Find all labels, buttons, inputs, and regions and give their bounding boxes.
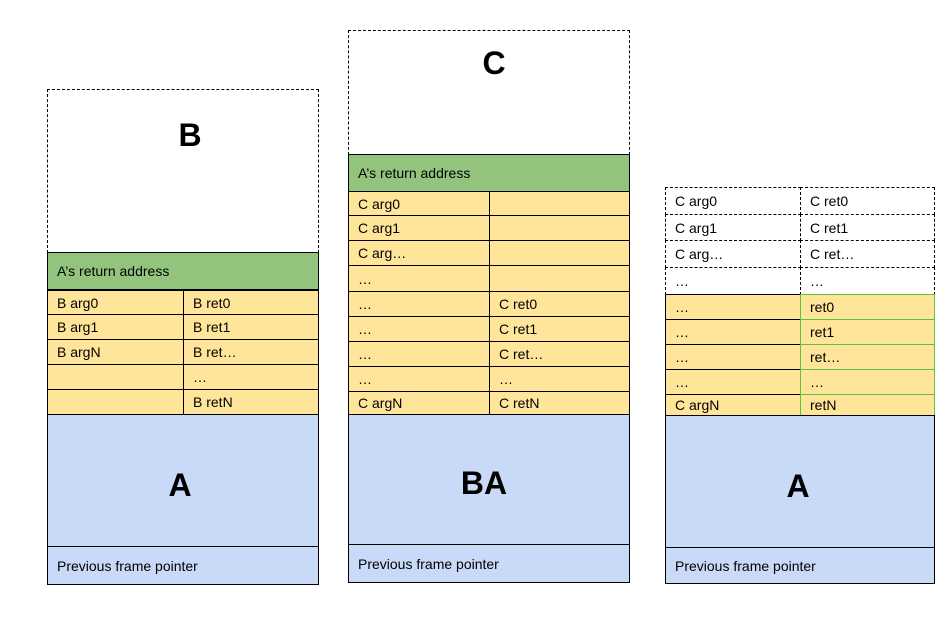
left-row-1-ret: B ret1 (183, 314, 319, 340)
right-frame-a-label: A (786, 467, 810, 504)
left-row-1-arg: B arg1 (47, 314, 184, 340)
left-caller-frame-a (47, 414, 319, 547)
left-row-0-ret: B ret0 (183, 290, 319, 315)
left-previous-frame-pointer: Previous frame pointer (47, 546, 319, 585)
middle-previous-frame-pointer-label: Previous frame pointer (358, 556, 499, 572)
middle-row-4-ret: C ret0 (489, 291, 630, 317)
middle-row-0-arg: C arg0 (348, 191, 490, 216)
middle-row-5-arg: … (348, 316, 490, 342)
middle-row-0-ret (489, 191, 630, 216)
left-callee-frame-b (47, 89, 319, 253)
right-caller-frame-a (665, 415, 935, 548)
middle-row-7-ret: … (489, 366, 630, 392)
left-row-4-ret: B retN (183, 389, 319, 415)
right-previous-frame-pointer: Previous frame pointer (665, 547, 935, 584)
middle-return-address-label: A’s return address (358, 165, 471, 181)
right-row-0-arg: … (665, 294, 801, 320)
left-return-address-label: A’s return address (57, 263, 170, 279)
left-row-2-arg: B argN (47, 339, 184, 365)
right-dashed-row-3-arg: … (665, 267, 801, 295)
left-row-4-arg (47, 389, 184, 415)
right-row-4-ret: retN (800, 394, 935, 416)
right-dashed-row-0-ret: C ret0 (800, 187, 935, 215)
left-row-2-ret: B ret… (183, 339, 319, 365)
middle-frame-ba-label: BA (460, 464, 508, 501)
middle-row-1-ret (489, 215, 630, 241)
middle-row-6-ret: C ret… (489, 341, 630, 367)
middle-row-6-arg: … (348, 341, 490, 367)
right-previous-frame-pointer-label: Previous frame pointer (675, 558, 816, 574)
left-previous-frame-pointer-label: Previous frame pointer (57, 558, 198, 574)
right-row-1-arg: … (665, 319, 801, 345)
right-row-2-arg: … (665, 344, 801, 370)
left-frame-a-label: A (168, 466, 192, 503)
left-row-3-arg (47, 364, 184, 390)
middle-row-8-ret: C retN (489, 391, 630, 415)
right-row-1-ret: ret1 (800, 319, 935, 345)
left-frame-b-label: B (178, 116, 202, 153)
middle-row-2-ret (489, 240, 630, 266)
middle-return-address: A’s return address (348, 154, 630, 192)
left-row-3-ret: … (183, 364, 319, 390)
right-dashed-row-0-arg: C arg0 (665, 187, 801, 215)
right-dashed-row-3-ret: … (800, 267, 935, 295)
middle-row-8-arg: C argN (348, 391, 490, 415)
left-return-address: A’s return address (47, 252, 319, 290)
middle-row-2-arg: C arg… (348, 240, 490, 266)
middle-previous-frame-pointer: Previous frame pointer (348, 544, 630, 583)
right-row-4-arg: C argN (665, 394, 801, 416)
right-dashed-row-1-arg: C arg1 (665, 214, 801, 241)
middle-frame-c-label: C (482, 44, 506, 81)
right-row-2-ret: ret… (800, 344, 935, 370)
middle-row-4-arg: … (348, 291, 490, 317)
right-row-3-ret: … (800, 369, 935, 395)
right-row-0-ret: ret0 (800, 294, 935, 320)
middle-row-1-arg: C arg1 (348, 215, 490, 241)
right-dashed-row-2-arg: C arg… (665, 240, 801, 268)
middle-row-3-arg: … (348, 265, 490, 292)
left-row-0-arg: B arg0 (47, 290, 184, 315)
middle-row-7-arg: … (348, 366, 490, 392)
right-dashed-row-2-ret: C ret… (800, 240, 935, 268)
middle-row-3-ret (489, 265, 630, 292)
right-row-3-arg: … (665, 369, 801, 395)
right-dashed-row-1-ret: C ret1 (800, 214, 935, 241)
middle-frame-ba (348, 414, 630, 545)
middle-row-5-ret: C ret1 (489, 316, 630, 342)
